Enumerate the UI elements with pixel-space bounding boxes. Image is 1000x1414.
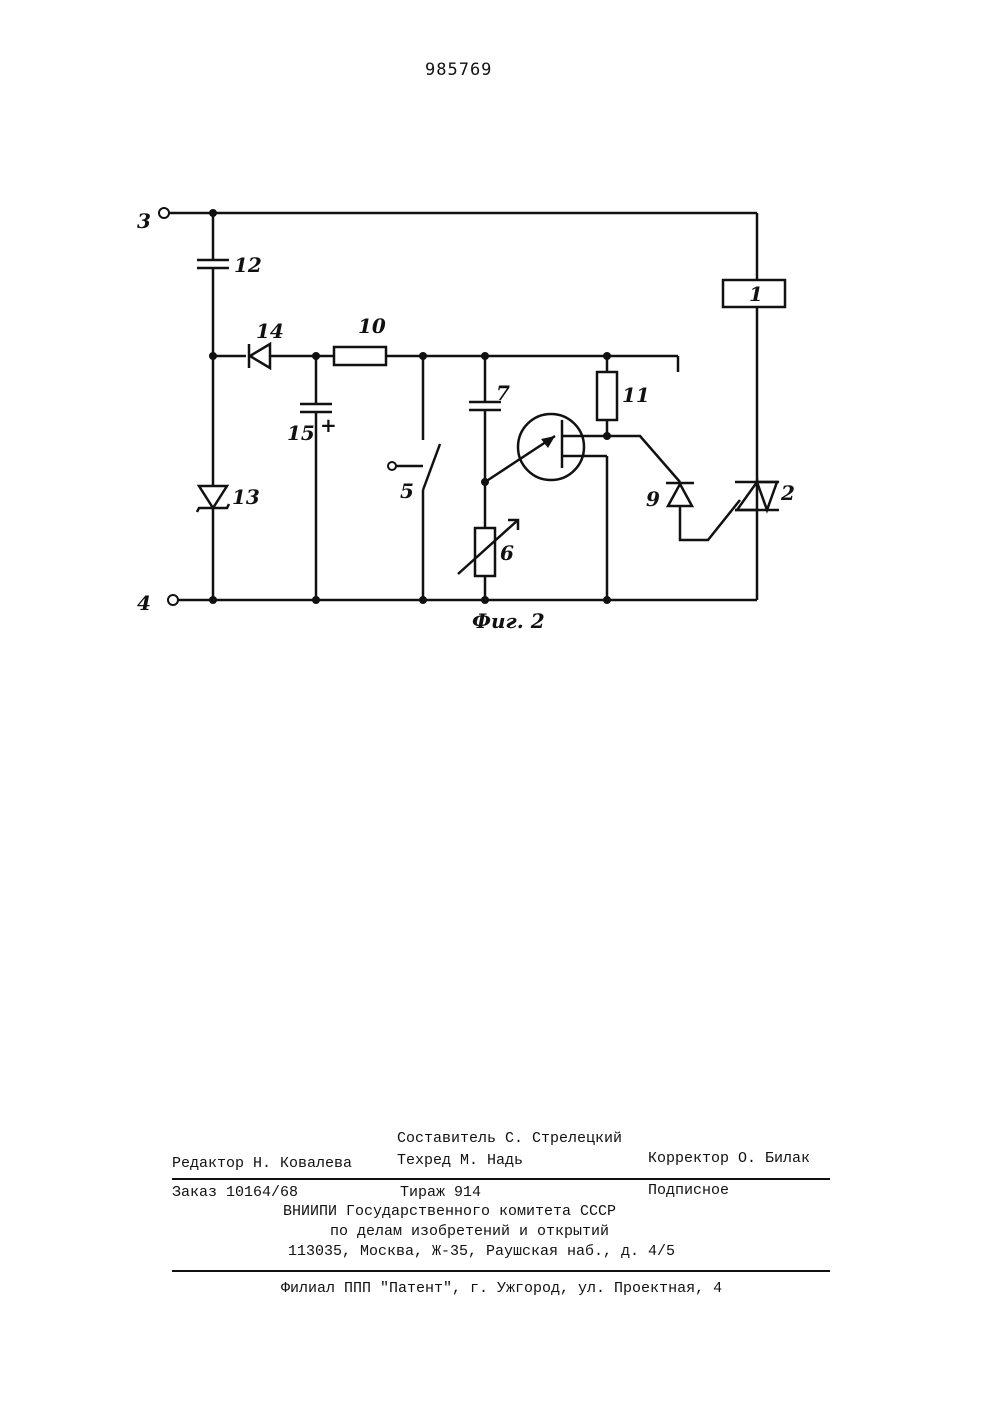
label-diode-14: 14 [256,319,284,343]
footer-circulation: Тираж 914 [400,1184,481,1201]
footer-order: Заказ 10164/68 [172,1184,298,1201]
circuit-schematic: 3 4 12 14 10 15 + 13 5 7 6 11 9 2 1 Фиг.… [0,0,1000,680]
wire [607,436,680,482]
label-capacitor-15: 15 [287,421,315,445]
switch-5-icon[interactable] [423,444,440,490]
label-capacitor-7: 7 [496,381,510,405]
diode-14-icon [250,344,270,368]
triac-2-icon-b [757,482,777,510]
terminal-3-icon [159,208,169,218]
label-switch-5: 5 [400,479,414,503]
footer-corrector: Корректор О. Билак [648,1150,810,1167]
footer-compiler: Составитель С. Стрелецкий [397,1130,622,1147]
label-terminal-4: 4 [137,591,151,615]
varistor-6-icon [475,528,495,576]
triac-2-icon [737,482,757,510]
label-triac-2: 2 [780,481,795,505]
label-resistor-11: 11 [622,383,650,407]
resistor-11-icon [597,372,617,420]
footer-branch: Филиал ППП "Патент", г. Ужгород, ул. Про… [281,1280,722,1297]
footer-techred: Техред М. Надь [397,1152,523,1169]
footer-editor: Редактор Н. Ковалева [172,1155,352,1172]
transistor-icon [518,414,584,480]
label-terminal-3: 3 [137,209,151,233]
footer-org-line2: по делам изобретений и открытий [330,1223,609,1240]
label-varistor-6: 6 [500,541,514,565]
zener-13-icon [199,486,227,508]
diode-9-icon [668,484,692,506]
label-capacitor-12: 12 [234,253,262,277]
figure-caption: Фиг. 2 [472,609,545,633]
emitter-arrowhead [541,436,555,448]
footer-rule-bottom [172,1270,830,1272]
label-diode-9: 9 [646,487,660,511]
footer-org-line1: ВНИИПИ Государственного комитета СССР [283,1203,616,1220]
label-load-1: 1 [749,282,763,306]
footer-subscription: Подписное [648,1182,729,1199]
switch-5-terminal-icon [388,462,396,470]
footer-rule-top [172,1178,830,1180]
terminal-4-icon [168,595,178,605]
footer-address: 113035, Москва, Ж-35, Раушская наб., д. … [288,1243,675,1260]
label-polarity-plus: + [320,413,337,437]
resistor-10-icon [334,347,386,365]
label-resistor-10: 10 [358,314,386,338]
junction-dots [209,209,611,604]
label-zener-13: 13 [232,485,260,509]
